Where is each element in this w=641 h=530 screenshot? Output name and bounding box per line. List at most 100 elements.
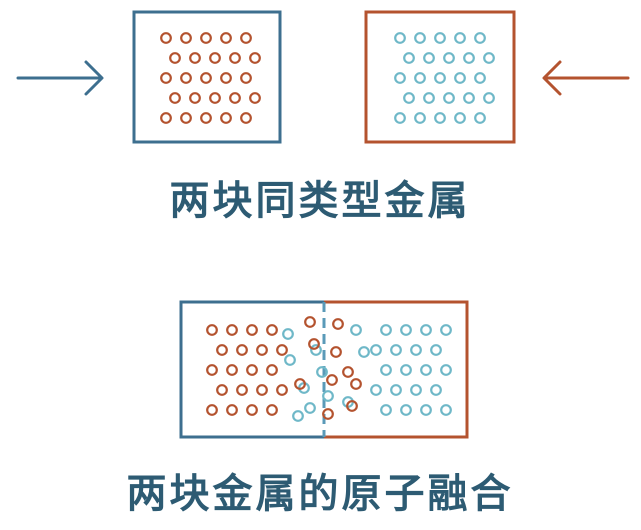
atom-orange xyxy=(180,112,192,124)
atom-blue xyxy=(474,112,486,124)
atom-orange xyxy=(240,112,252,124)
atom-orange xyxy=(160,112,172,124)
atom-blue xyxy=(414,72,426,84)
atom-blue xyxy=(292,410,304,422)
atom-orange xyxy=(246,364,258,376)
atom-blue xyxy=(380,324,392,336)
atom-orange xyxy=(220,32,232,44)
atom-orange xyxy=(246,404,258,416)
left-block-atoms xyxy=(160,32,261,124)
atom-blue xyxy=(400,404,412,416)
atom-blue xyxy=(370,344,382,356)
atom-blue xyxy=(434,112,446,124)
atom-blue xyxy=(443,92,455,104)
arrow-left-icon xyxy=(542,60,630,96)
atom-blue xyxy=(394,32,406,44)
atom-blue xyxy=(284,354,296,366)
atom-orange xyxy=(200,112,212,124)
atom-blue xyxy=(410,344,422,356)
atom-orange xyxy=(326,374,338,386)
atom-orange xyxy=(346,400,358,412)
atom-orange xyxy=(189,52,201,64)
atom-orange xyxy=(226,404,238,416)
atom-orange xyxy=(266,364,278,376)
atom-blue xyxy=(282,328,294,340)
atom-blue xyxy=(400,364,412,376)
atom-blue xyxy=(454,32,466,44)
atom-blue xyxy=(380,364,392,376)
left-metal-block xyxy=(132,10,282,144)
atom-blue xyxy=(394,72,406,84)
atom-orange xyxy=(206,324,218,336)
atom-orange xyxy=(209,52,221,64)
atom-blue xyxy=(310,344,322,356)
atom-blue xyxy=(454,112,466,124)
atom-blue xyxy=(316,366,328,378)
atom-orange xyxy=(189,92,201,104)
atom-blue xyxy=(394,112,406,124)
atom-orange xyxy=(169,92,181,104)
atom-orange xyxy=(266,324,278,336)
atom-orange xyxy=(180,72,192,84)
atom-orange xyxy=(256,344,268,356)
atom-orange xyxy=(342,366,354,378)
atom-orange xyxy=(276,384,288,396)
atom-orange xyxy=(294,378,306,390)
atom-orange xyxy=(169,52,181,64)
atom-blue xyxy=(474,72,486,84)
atom-blue xyxy=(322,390,334,402)
atom-blue xyxy=(483,92,495,104)
atom-orange xyxy=(160,72,172,84)
atom-blue xyxy=(440,364,452,376)
atom-orange xyxy=(160,32,172,44)
atom-orange xyxy=(206,404,218,416)
atom-blue xyxy=(380,404,392,416)
atom-orange xyxy=(206,364,218,376)
atom-orange xyxy=(266,404,278,416)
atom-blue xyxy=(400,324,412,336)
atom-blue xyxy=(420,404,432,416)
atom-orange xyxy=(249,52,261,64)
atom-orange xyxy=(180,32,192,44)
atom-orange xyxy=(229,52,241,64)
atom-orange xyxy=(304,316,316,328)
atom-blue xyxy=(434,32,446,44)
atom-orange xyxy=(236,384,248,396)
atom-orange xyxy=(308,338,320,350)
atom-blue xyxy=(430,384,442,396)
atom-blue xyxy=(420,324,432,336)
atom-blue xyxy=(423,52,435,64)
atom-orange xyxy=(220,112,232,124)
atom-blue xyxy=(403,92,415,104)
atom-blue xyxy=(440,404,452,416)
atom-orange xyxy=(240,32,252,44)
atom-blue xyxy=(443,52,455,64)
atom-blue xyxy=(390,344,402,356)
atom-blue xyxy=(304,402,316,414)
atom-blue xyxy=(358,346,370,358)
atom-orange xyxy=(256,384,268,396)
atom-orange xyxy=(226,364,238,376)
atom-blue xyxy=(430,344,442,356)
atom-orange xyxy=(226,324,238,336)
atom-orange xyxy=(240,72,252,84)
atom-orange xyxy=(200,32,212,44)
atom-blue xyxy=(483,52,495,64)
atom-blue xyxy=(463,52,475,64)
atom-blue xyxy=(434,72,446,84)
atom-orange xyxy=(229,92,241,104)
arrow-right-icon xyxy=(16,60,104,96)
atom-orange xyxy=(322,408,334,420)
atom-blue xyxy=(474,32,486,44)
top-caption: 两块同类型金属 xyxy=(170,178,471,224)
atom-orange xyxy=(216,384,228,396)
atom-blue xyxy=(440,324,452,336)
atom-blue xyxy=(420,364,432,376)
right-block-atoms xyxy=(394,32,495,124)
atom-orange xyxy=(276,344,288,356)
atom-orange xyxy=(220,72,232,84)
atom-blue xyxy=(350,324,362,336)
atom-blue xyxy=(454,72,466,84)
atom-orange xyxy=(332,318,344,330)
